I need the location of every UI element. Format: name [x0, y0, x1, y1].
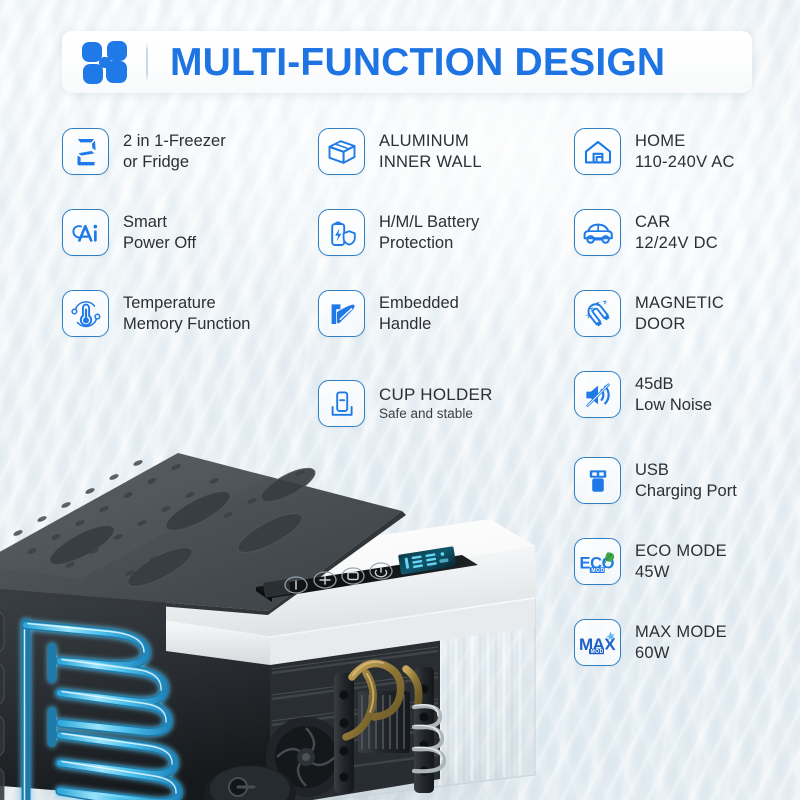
feature-item-max-mode: MAX MODE MAX MODE 60W — [574, 619, 727, 666]
feature-line-2: DOOR — [635, 314, 686, 333]
feature-line-1: CAR — [635, 212, 671, 231]
feature-line-1: H/M/L Battery — [379, 212, 480, 231]
header-divider — [146, 42, 148, 82]
feature-line-2: 110-240V AC — [635, 152, 735, 171]
max-mode-icon: MAX MODE — [574, 619, 621, 666]
feature-text: CAR 12/24V DC — [635, 212, 718, 254]
magnet-icon — [574, 290, 621, 337]
feature-line-1: MAGNETIC — [635, 293, 725, 312]
feature-text: CUP HOLDER Safe and stable — [379, 384, 493, 423]
feature-text: ECO MODE 45W — [635, 541, 727, 583]
plus-button — [313, 571, 337, 589]
product-image-car-refrigerator — [0, 415, 570, 800]
feature-text: 45dB Low Noise — [635, 374, 712, 416]
eco-mode-icon: ECO MODE — [574, 538, 621, 585]
digit-2-seven-segment-icon — [62, 128, 109, 175]
feature-line-1: Embedded — [379, 293, 459, 312]
feature-line-1: ALUMINUM — [379, 131, 470, 150]
feature-text: HOME 110-240V AC — [635, 131, 735, 173]
svg-text:MAX: MAX — [579, 634, 616, 653]
feature-item-battery-protection: H/M/L Battery Protection — [318, 209, 479, 256]
feature-text: 2 in 1-Freezer or Fridge — [123, 131, 226, 173]
feature-text: USB Charging Port — [635, 460, 737, 502]
feature-line-1: ECO MODE — [635, 541, 727, 560]
feature-text: H/M/L Battery Protection — [379, 212, 479, 254]
embedded-handle-icon — [318, 290, 365, 337]
home-house-icon — [574, 128, 621, 175]
page-title: MULTI-FUNCTION DESIGN — [170, 40, 666, 84]
feature-line-2: 45W — [635, 562, 670, 581]
feature-line-2: 12/24V DC — [635, 233, 718, 252]
feature-line-2: Protection — [379, 233, 454, 252]
cup-holder-icon — [318, 380, 365, 427]
speaker-mute-icon — [574, 371, 621, 418]
power-button — [369, 562, 393, 580]
feature-item-home-power: HOME 110-240V AC — [574, 128, 735, 175]
feature-line-2: Charging Port — [635, 481, 737, 500]
minus-button — [284, 576, 308, 594]
compressor-assembly — [204, 659, 447, 800]
feature-item-cup-holder: CUP HOLDER Safe and stable — [318, 380, 493, 427]
feature-subtitle: Safe and stable — [379, 406, 473, 422]
car-icon — [574, 209, 621, 256]
feature-line-1: 2 in 1-Freezer — [123, 131, 226, 150]
control-panel — [256, 546, 478, 602]
feature-line-2: Low Noise — [635, 395, 713, 414]
feature-item-2in1-freezer: 2 in 1-Freezer or Fridge — [62, 128, 226, 175]
feature-item-magnetic-door: MAGNETIC DOOR — [574, 290, 724, 337]
feature-line-2: or Fridge — [123, 152, 190, 171]
feature-item-temperature-memory: Temperature Memory Function — [62, 290, 250, 337]
feature-item-usb-charging: USB Charging Port — [574, 457, 737, 504]
ai-cloud-icon — [62, 209, 109, 256]
header-banner: MULTI-FUNCTION DESIGN — [62, 31, 752, 93]
feature-item-embedded-handle: Embedded Handle — [318, 290, 459, 337]
feature-line-1: HOME — [635, 131, 686, 150]
feature-item-low-noise: 45dB Low Noise — [574, 371, 712, 418]
box-cube-icon — [318, 128, 365, 175]
svg-text:MODE: MODE — [591, 567, 608, 573]
feature-text: MAX MODE 60W — [635, 622, 727, 664]
cooling-coils — [21, 618, 183, 800]
battery-shield-icon — [318, 209, 365, 256]
feature-line-2: 60W — [635, 643, 670, 662]
feature-line-1: USB — [635, 460, 669, 479]
feature-line-2: INNER WALL — [379, 152, 482, 171]
four-squares-logo-icon — [82, 41, 128, 84]
feature-item-aluminum-inner-wall: ALUMINUM INNER WALL — [318, 128, 482, 175]
feature-line-2: Handle — [379, 314, 432, 333]
feature-item-eco-mode: ECO MODE ECO MODE 45W — [574, 538, 727, 585]
feature-text: ALUMINUM INNER WALL — [379, 131, 482, 173]
feature-item-smart-power-off: Smart Power Off — [62, 209, 196, 256]
feature-item-car-power: CAR 12/24V DC — [574, 209, 718, 256]
feature-line-1: Temperature — [123, 293, 216, 312]
svg-text:MODE: MODE — [590, 649, 607, 655]
feature-text: MAGNETIC DOOR — [635, 293, 724, 335]
feature-text: Smart Power Off — [123, 212, 196, 254]
feature-text: Embedded Handle — [379, 293, 459, 335]
feature-text: Temperature Memory Function — [123, 293, 250, 335]
thermometer-memory-icon — [62, 290, 109, 337]
feature-line-1: CUP HOLDER — [379, 385, 493, 405]
settings-button — [341, 567, 365, 585]
usb-plug-icon — [574, 457, 621, 504]
feature-line-1: Smart — [123, 212, 168, 231]
feature-line-1: MAX MODE — [635, 622, 727, 641]
feature-line-2: Power Off — [123, 233, 197, 252]
feature-line-2: Memory Function — [123, 314, 251, 333]
feature-line-1: 45dB — [635, 374, 674, 393]
